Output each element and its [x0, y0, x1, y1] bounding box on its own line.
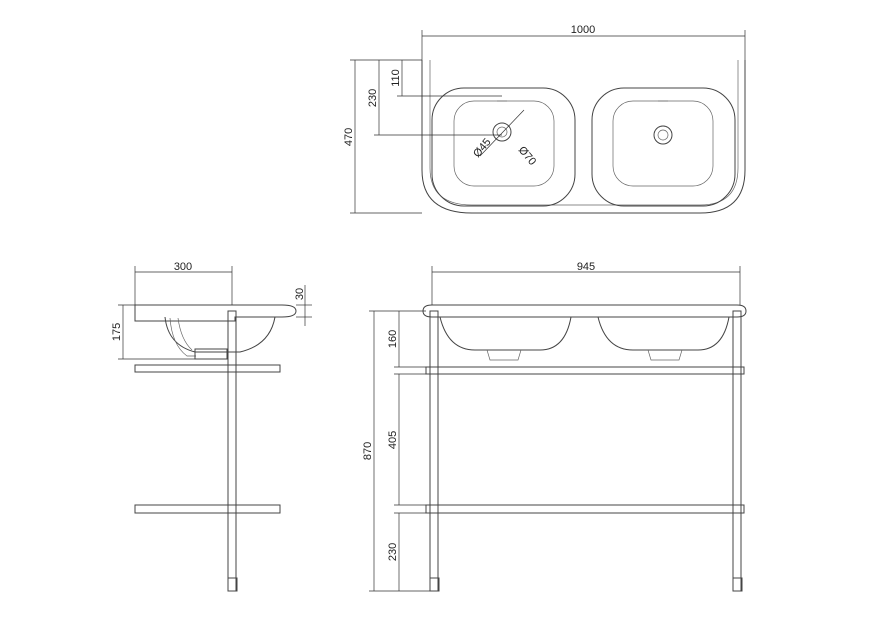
dim-front-bottom: 230: [387, 512, 426, 591]
dim-front-mid-label: 405: [387, 431, 399, 449]
dim-front-width: 945: [431, 261, 741, 305]
front-left-basin: [439, 316, 572, 351]
dim-rim: 30: [294, 285, 312, 326]
dim-tap-hole-label: 110: [390, 69, 402, 87]
dim-side-depth-label: 300: [174, 261, 192, 273]
dim-front-mid: 405: [387, 373, 426, 506]
waste-inner-label: Ø45: [471, 136, 494, 160]
front-left-leg: [429, 310, 439, 592]
front-top-slab: [422, 304, 747, 318]
dim-side-depth: 300: [134, 261, 233, 305]
side-leg: [227, 310, 237, 592]
top-view: 1000 470 230 110 Ø45 Ø70: [343, 24, 746, 214]
side-leg-foot: [227, 577, 238, 592]
waste-leader: [479, 109, 525, 157]
front-right-basin: [597, 316, 730, 351]
dim-top-depth: 470: [343, 59, 422, 214]
dim-tap-offset-label: 230: [367, 89, 379, 107]
dim-front-total: 870: [362, 310, 430, 592]
dim-tap-hole: 110: [390, 60, 502, 97]
front-upper-shelf: [425, 366, 745, 375]
dim-top-width-label: 1000: [571, 24, 595, 36]
front-lower-shelf: [425, 504, 745, 514]
side-basin-profile: [164, 316, 276, 353]
dim-front-total-label: 870: [362, 442, 374, 460]
front-right-foot: [732, 577, 743, 592]
dim-front-width-label: 945: [577, 261, 595, 273]
dim-front-basin: 160: [387, 311, 426, 368]
side-upper-shelf: [134, 364, 281, 373]
front-right-leg: [732, 310, 742, 592]
side-waste-pipe: [169, 317, 196, 357]
dim-front-basin-label: 160: [387, 330, 399, 348]
right-bowl-outer: [591, 87, 736, 207]
front-view: 945 870 160 405 230: [362, 261, 747, 592]
dim-top-depth-label: 470: [343, 128, 355, 146]
front-left-waste: [486, 349, 522, 361]
dim-tap-offset: 230: [367, 60, 502, 136]
side-waste-pipe-inner: [177, 317, 193, 351]
dim-side-basin-label: 175: [111, 323, 123, 341]
top-view-back-edge: [429, 60, 739, 206]
side-trap: [194, 348, 228, 360]
side-top-slab: [134, 304, 297, 322]
right-waste-inner: [657, 129, 669, 141]
left-bowl-inner: [453, 100, 555, 187]
left-bowl-outer: [431, 87, 576, 207]
front-left-foot: [429, 577, 440, 592]
dim-rim-label: 30: [294, 288, 306, 300]
side-view: 300 30 175: [111, 261, 312, 592]
dim-side-basin: 175: [111, 304, 195, 360]
waste-outer-label: Ø70: [516, 144, 539, 168]
left-waste-inner: [496, 126, 508, 138]
right-waste-outer: [653, 125, 673, 145]
side-lower-shelf: [134, 504, 281, 514]
dim-front-bottom-label: 230: [387, 543, 399, 561]
left-waste-outer: [492, 122, 512, 142]
top-view-outline: [421, 60, 746, 214]
dim-top-width: 1000: [421, 24, 746, 60]
front-right-waste: [647, 349, 683, 361]
